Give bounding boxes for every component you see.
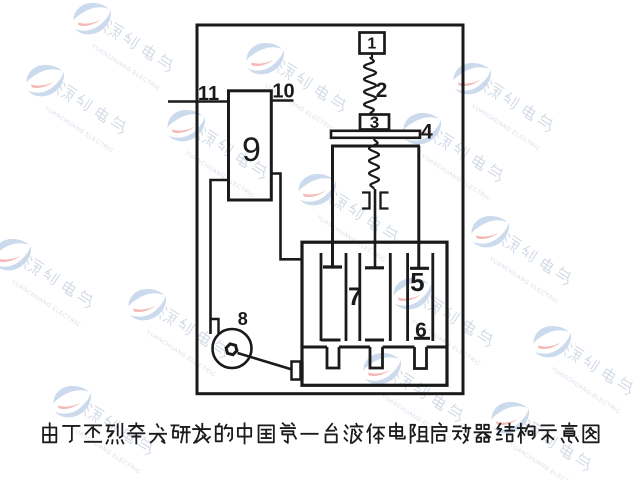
svg-text:10: 10 xyxy=(272,81,294,103)
svg-text:2: 2 xyxy=(376,79,388,102)
svg-text:1: 1 xyxy=(367,36,376,53)
svg-text:11: 11 xyxy=(198,83,219,105)
svg-text:9: 9 xyxy=(242,131,261,169)
svg-text:8: 8 xyxy=(238,309,248,329)
svg-text:4: 4 xyxy=(421,121,433,144)
svg-text:6: 6 xyxy=(415,319,427,342)
svg-text:5: 5 xyxy=(410,267,424,297)
svg-text:7: 7 xyxy=(348,283,362,311)
svg-text:3: 3 xyxy=(370,113,379,132)
